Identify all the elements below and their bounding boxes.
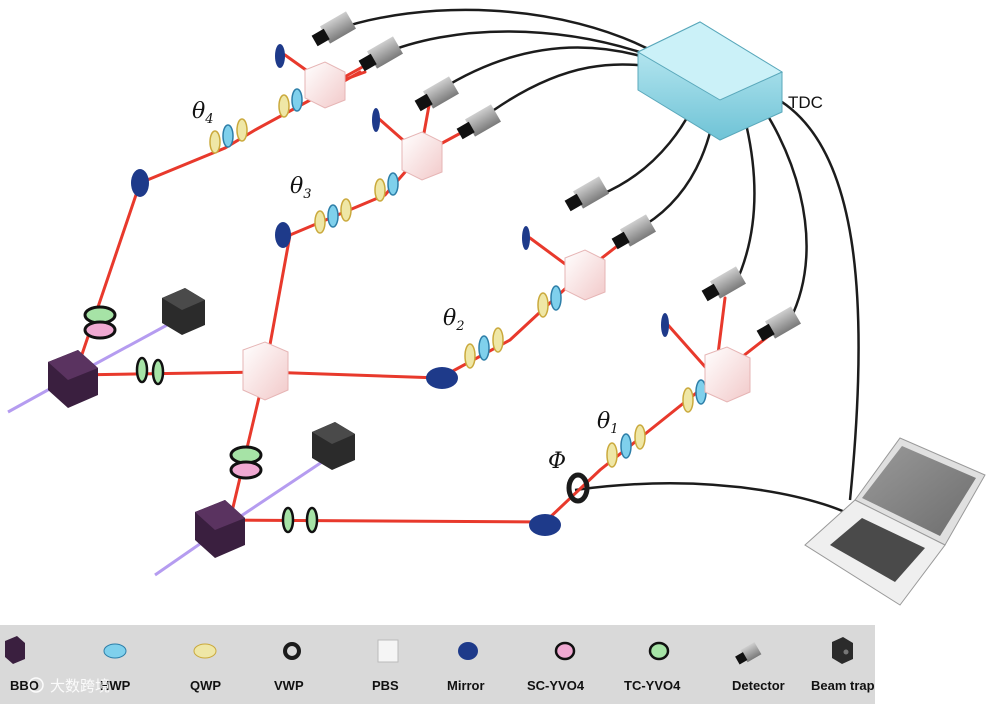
laptop-icon xyxy=(804,437,986,606)
legend-label-qwp: QWP xyxy=(190,678,221,693)
laser-paths xyxy=(73,53,772,524)
yvo4-crystals xyxy=(83,305,319,534)
tdc-box xyxy=(636,21,784,141)
legend-label-bbo: BBO xyxy=(10,678,39,693)
sc-yvo4-icon xyxy=(554,641,576,661)
detector-icon xyxy=(756,306,801,342)
svg-text:大数跨境: 大数跨境 xyxy=(50,677,110,695)
qwp-icon xyxy=(193,643,217,659)
legend-background xyxy=(0,625,875,704)
pbs-cubes xyxy=(242,61,751,403)
detectors xyxy=(311,11,801,342)
legend-label-hwp: HWP xyxy=(100,678,131,693)
beam-traps xyxy=(162,288,355,470)
legend-label-mirror: Mirror xyxy=(447,678,485,693)
waveplates xyxy=(209,88,707,468)
angle-labels: θ4 θ3 θ2 θ1 Φ xyxy=(192,99,619,474)
detector-icon xyxy=(311,11,356,47)
mirror-icon xyxy=(529,514,561,536)
vwp-legend-icon xyxy=(283,642,301,660)
bbo-icon xyxy=(5,636,25,664)
mirror-icon xyxy=(131,169,149,197)
mirror-icon xyxy=(426,367,458,389)
legend-label-detector: Detector xyxy=(732,678,785,693)
mirror-icon xyxy=(522,226,530,250)
bbo-crystals xyxy=(48,350,245,558)
detector-icon xyxy=(456,104,501,140)
legend-label-beam-trap: Beam trap xyxy=(811,678,875,693)
detector-icon xyxy=(414,76,459,112)
detector-icon xyxy=(358,36,403,72)
legend-label-vwp: VWP xyxy=(274,678,304,693)
theta4-label: θ4 xyxy=(192,99,214,127)
mirror-icon xyxy=(372,108,380,132)
legend: BBO HWP 大数跨境 QWP VWP PBS Mirror SC-YVO4 … xyxy=(0,625,875,704)
beam-trap-icon xyxy=(832,637,853,664)
mirror-icon xyxy=(275,222,291,248)
hwp-icon xyxy=(103,643,127,659)
tc-yvo4-icon xyxy=(648,641,670,661)
tdc-label: TDC xyxy=(788,93,823,112)
detector-icon xyxy=(564,176,609,212)
mirror-legend-icon xyxy=(458,642,478,660)
pbs-icon xyxy=(377,639,399,663)
detector-icon xyxy=(701,266,746,302)
vwp-icon xyxy=(566,472,590,504)
theta1-label: θ1 xyxy=(597,409,619,437)
theta3-label: θ3 xyxy=(290,174,312,202)
watermark: 大数跨境 xyxy=(28,677,110,695)
legend-label-pbs: PBS xyxy=(372,678,399,693)
theta2-label: θ2 xyxy=(443,306,465,334)
mirror-icon xyxy=(661,313,669,337)
mirrors xyxy=(131,44,669,536)
legend-label-tc-yvo4: TC-YVO4 xyxy=(624,678,681,693)
legend-label-sc-yvo4: SC-YVO4 xyxy=(527,678,585,693)
mirror-icon xyxy=(275,44,285,68)
phi-label: Φ xyxy=(548,449,566,474)
detector-icon xyxy=(611,214,656,250)
detector-legend-icon xyxy=(735,642,762,665)
